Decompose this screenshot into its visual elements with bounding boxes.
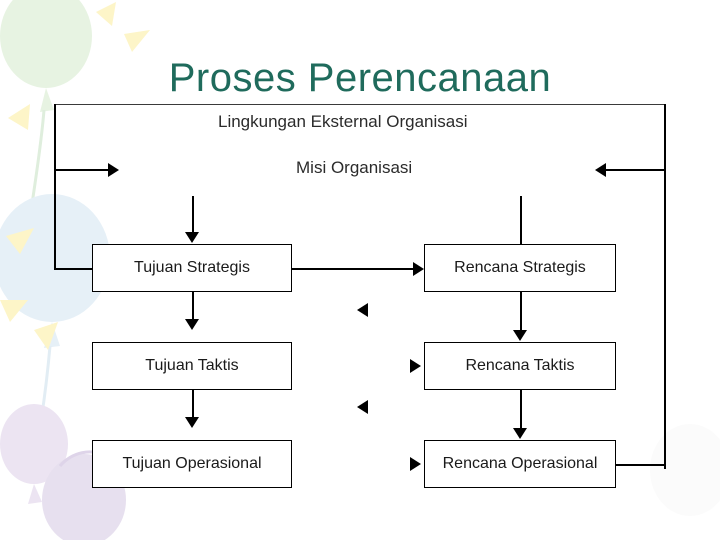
box-label: Rencana Operasional [442,455,598,472]
box-label: Tujuan Taktis [145,357,239,374]
slide-title: Proses Perencanaan [168,56,552,100]
box-label: Rencana Taktis [465,357,575,374]
arrow-down-icon [185,232,199,243]
frame-left-into-strategic [54,268,92,270]
mission-to-strategic-line [192,196,194,232]
external-environment-label: Lingkungan Eksternal Organisasi [218,112,468,131]
rencana-strategis-to-taktis-line [520,292,522,330]
frame-left-top-horizontal [54,169,108,171]
arrow-left-icon [357,303,368,317]
box-rencana-operasional[interactable]: Rencana Operasional [424,440,616,488]
arrow-down-icon [513,428,527,439]
frame-left-vertical [54,104,56,269]
box-label: Tujuan Operasional [122,455,262,472]
arrow-right-icon [410,359,421,373]
arrow-down-icon [185,417,199,428]
arrow-down-icon [513,330,527,341]
title-underline [54,104,666,105]
frame-right-top-horizontal [606,169,664,171]
rencana-taktis-to-operasional-line [520,390,522,428]
arrow-left-icon [595,163,606,177]
arrow-right-icon [108,163,119,177]
strategis-to-taktis-line [192,292,194,319]
strategis-to-rencana-line [292,268,413,270]
arrow-down-icon [185,319,199,330]
arrow-right-icon [413,262,424,276]
box-label: Rencana Strategis [454,259,586,276]
arrow-left-icon [357,400,368,414]
mission-label: Misi Organisasi [296,158,413,177]
mission-to-strategic-plan-line [520,196,522,244]
box-tujuan-taktis[interactable]: Tujuan Taktis [92,342,292,390]
box-rencana-strategis[interactable]: Rencana Strategis [424,244,616,292]
box-rencana-taktis[interactable]: Rencana Taktis [424,342,616,390]
box-tujuan-operasional[interactable]: Tujuan Operasional [92,440,292,488]
box-tujuan-strategis[interactable]: Tujuan Strategis [92,244,292,292]
box-label: Tujuan Strategis [134,259,250,276]
taktis-to-operasional-line [192,390,194,417]
arrow-right-icon [410,457,421,471]
frame-right-vertical [664,104,666,469]
frame-right-into-operational [616,464,664,466]
